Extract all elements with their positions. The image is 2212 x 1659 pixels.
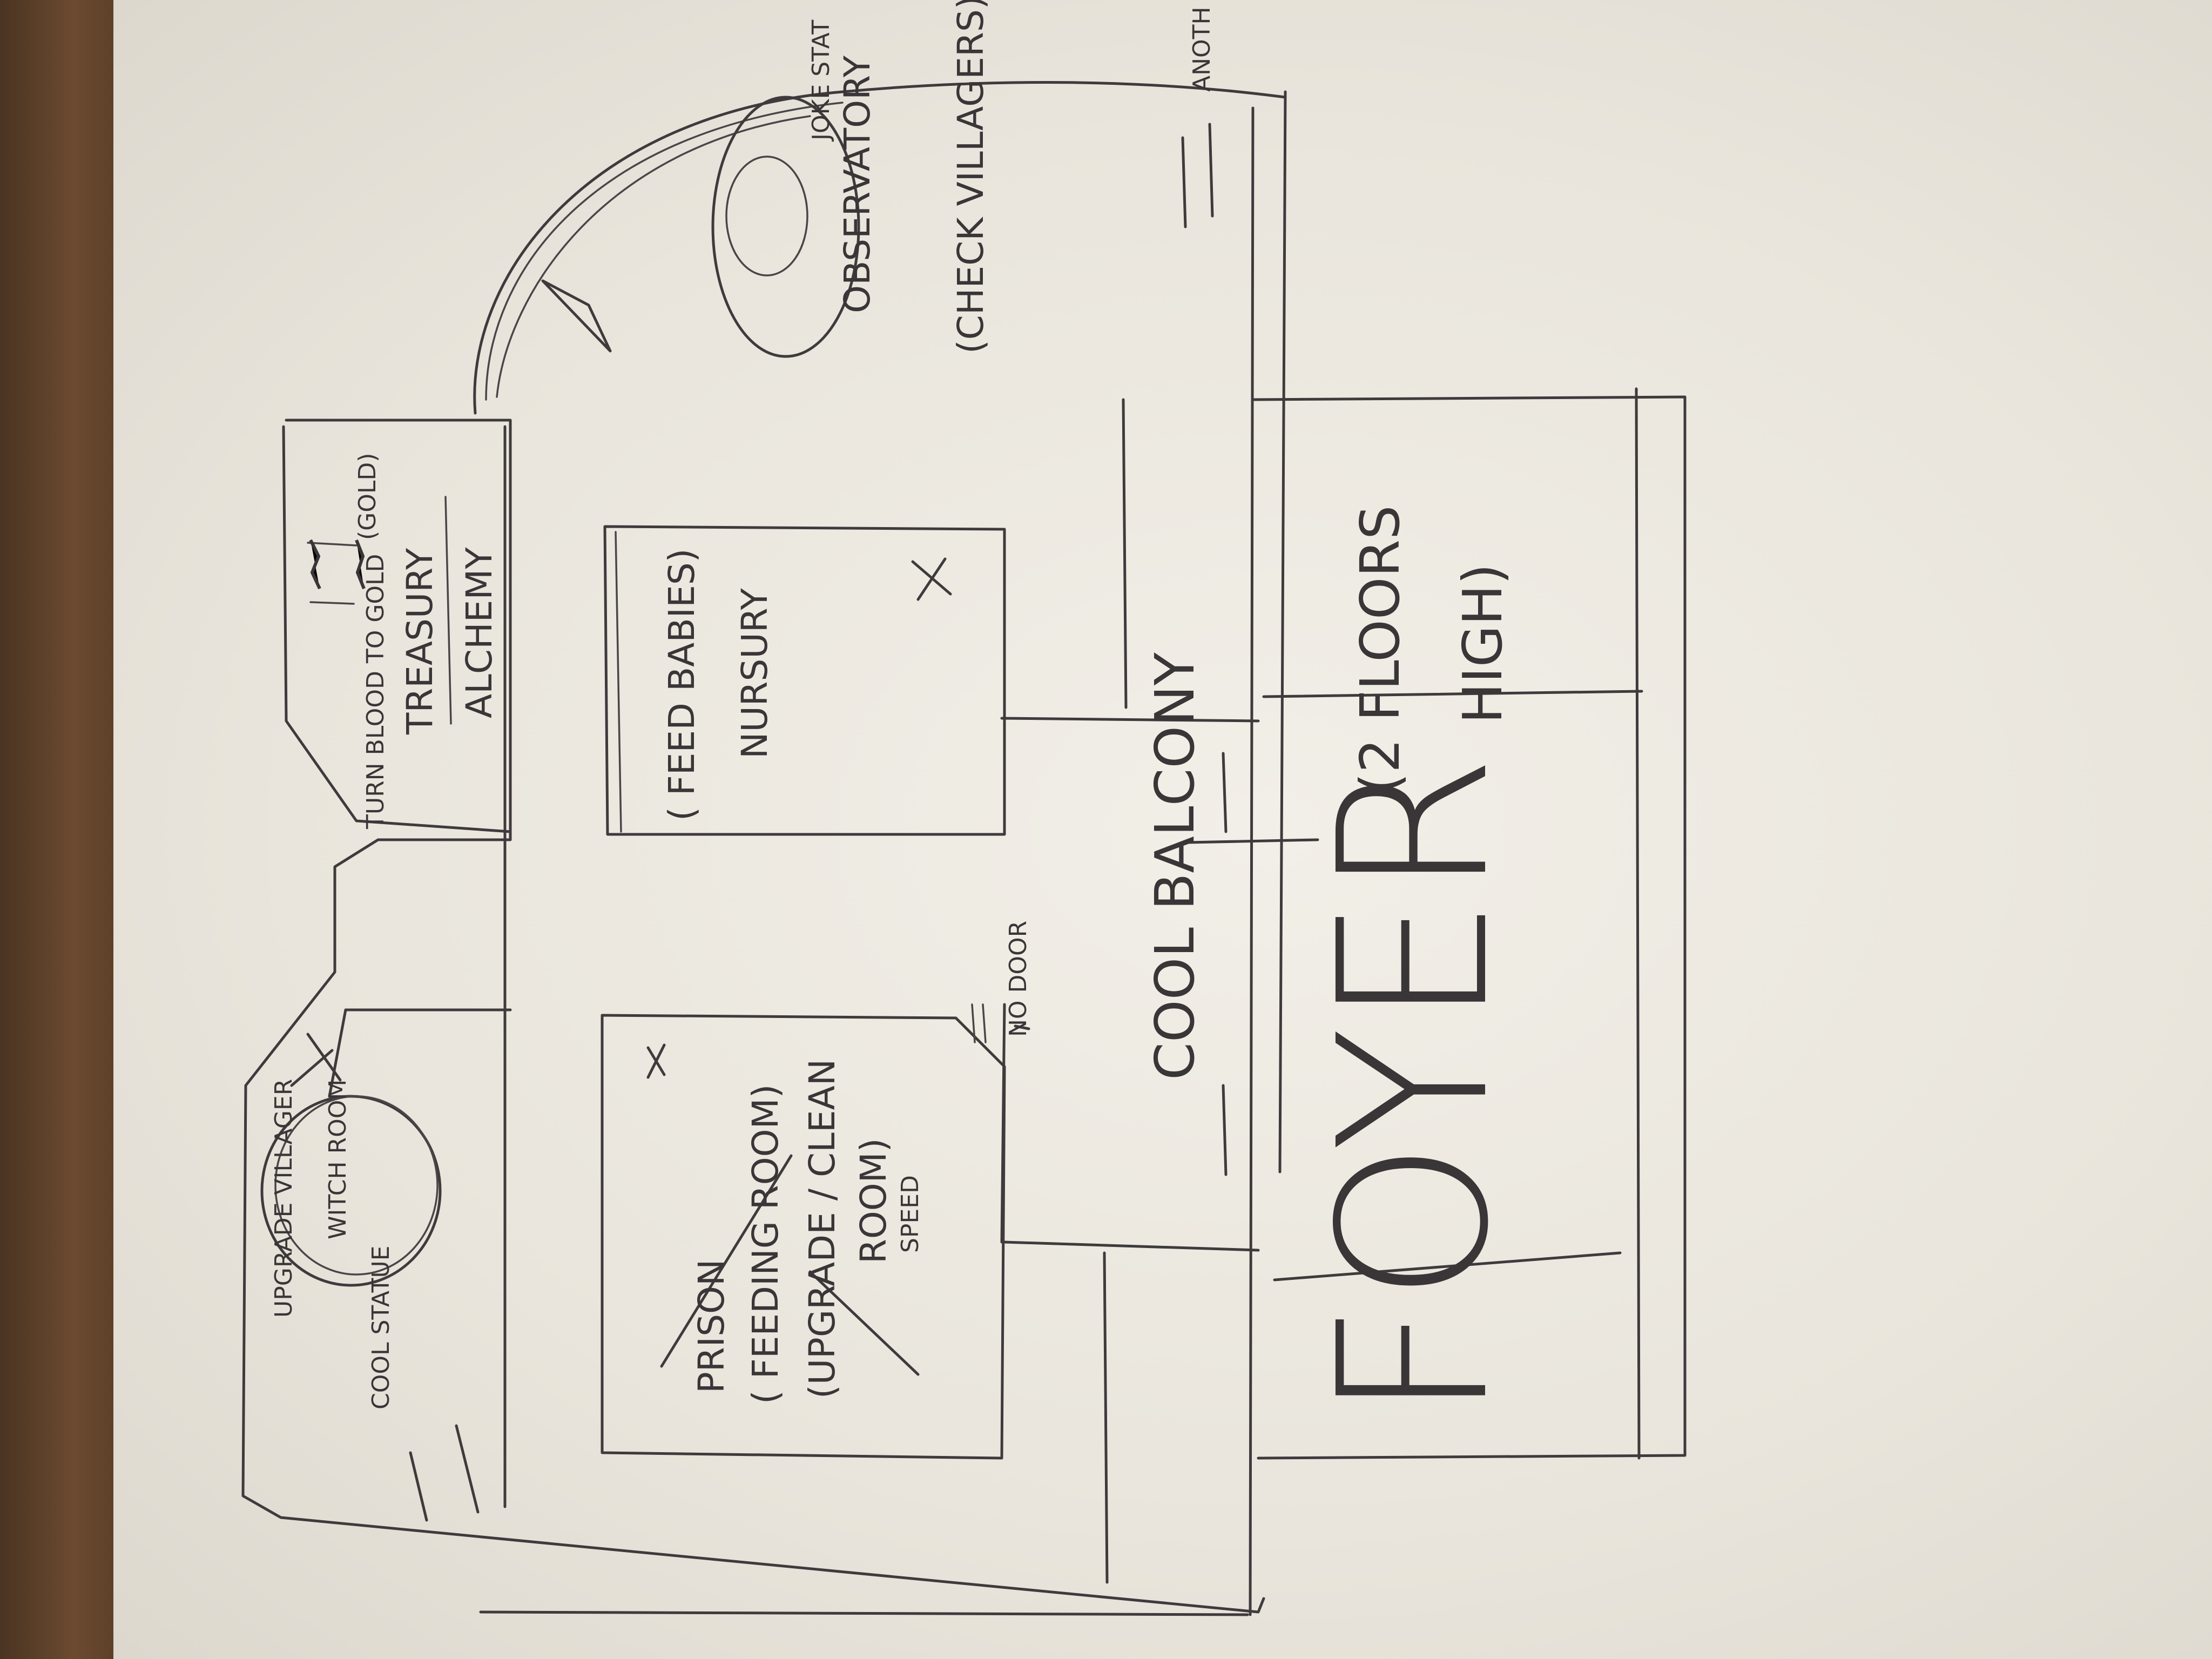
- label-treasury: TREASURY: [399, 548, 441, 735]
- sketch-labels: UPGRADE VILLAGER COOL STATUE WITCH ROOM …: [270, 0, 1534, 1420]
- label-gold: (GOLD): [354, 453, 381, 540]
- table-surface: [0, 0, 124, 1659]
- balcony-area: [971, 398, 1260, 1584]
- label-joke-stat: JOKE STAT: [807, 20, 835, 142]
- label-check-villagers: (CHECK VILLAGERS): [950, 0, 992, 354]
- observatory-area: [473, 81, 1287, 415]
- label-no-door: NO DOOR: [1004, 921, 1032, 1037]
- label-witch-room: WITCH ROOM: [324, 1080, 352, 1239]
- treasury-area: [307, 496, 452, 725]
- witch-room: [260, 1033, 480, 1522]
- label-alchemy: ALCHEMY: [458, 547, 500, 718]
- foyer-room: [1186, 387, 1687, 1460]
- label-upgrade-clean: (UPGRADE / CLEAN: [801, 1059, 843, 1399]
- label-turn-blood-to-gold: TURN BLOOD TO GOLD: [362, 554, 389, 830]
- label-high: HIGH): [1451, 564, 1514, 724]
- label-observatory: OBSERVATORY: [837, 55, 878, 313]
- label-room: ROOM): [853, 1138, 894, 1264]
- label-feed-babies: ( FEED BABIES): [661, 549, 703, 821]
- label-nursury: NURSURY: [734, 588, 775, 759]
- label-another: ANOTH: [1188, 6, 1216, 92]
- label-two-floors: (2 FLOORS: [1348, 505, 1412, 794]
- label-feeding-room: ( FEEDING ROOM): [745, 1084, 786, 1404]
- prison-room: [601, 1014, 1006, 1460]
- label-prison: PRISON: [691, 1259, 732, 1393]
- label-upgrade-villager: UPGRADE VILLAGER: [270, 1079, 298, 1318]
- label-speed: SPEED: [896, 1175, 924, 1253]
- label-cool-statue: COOL STATUE: [367, 1246, 395, 1410]
- label-foyer: FOYER: [1294, 754, 1534, 1420]
- nursery-room: [603, 525, 1006, 836]
- crossed-out-words: [309, 539, 366, 590]
- label-cool-balcony: COOL BALCONY: [1143, 652, 1206, 1080]
- outer-walls: [241, 90, 1287, 1616]
